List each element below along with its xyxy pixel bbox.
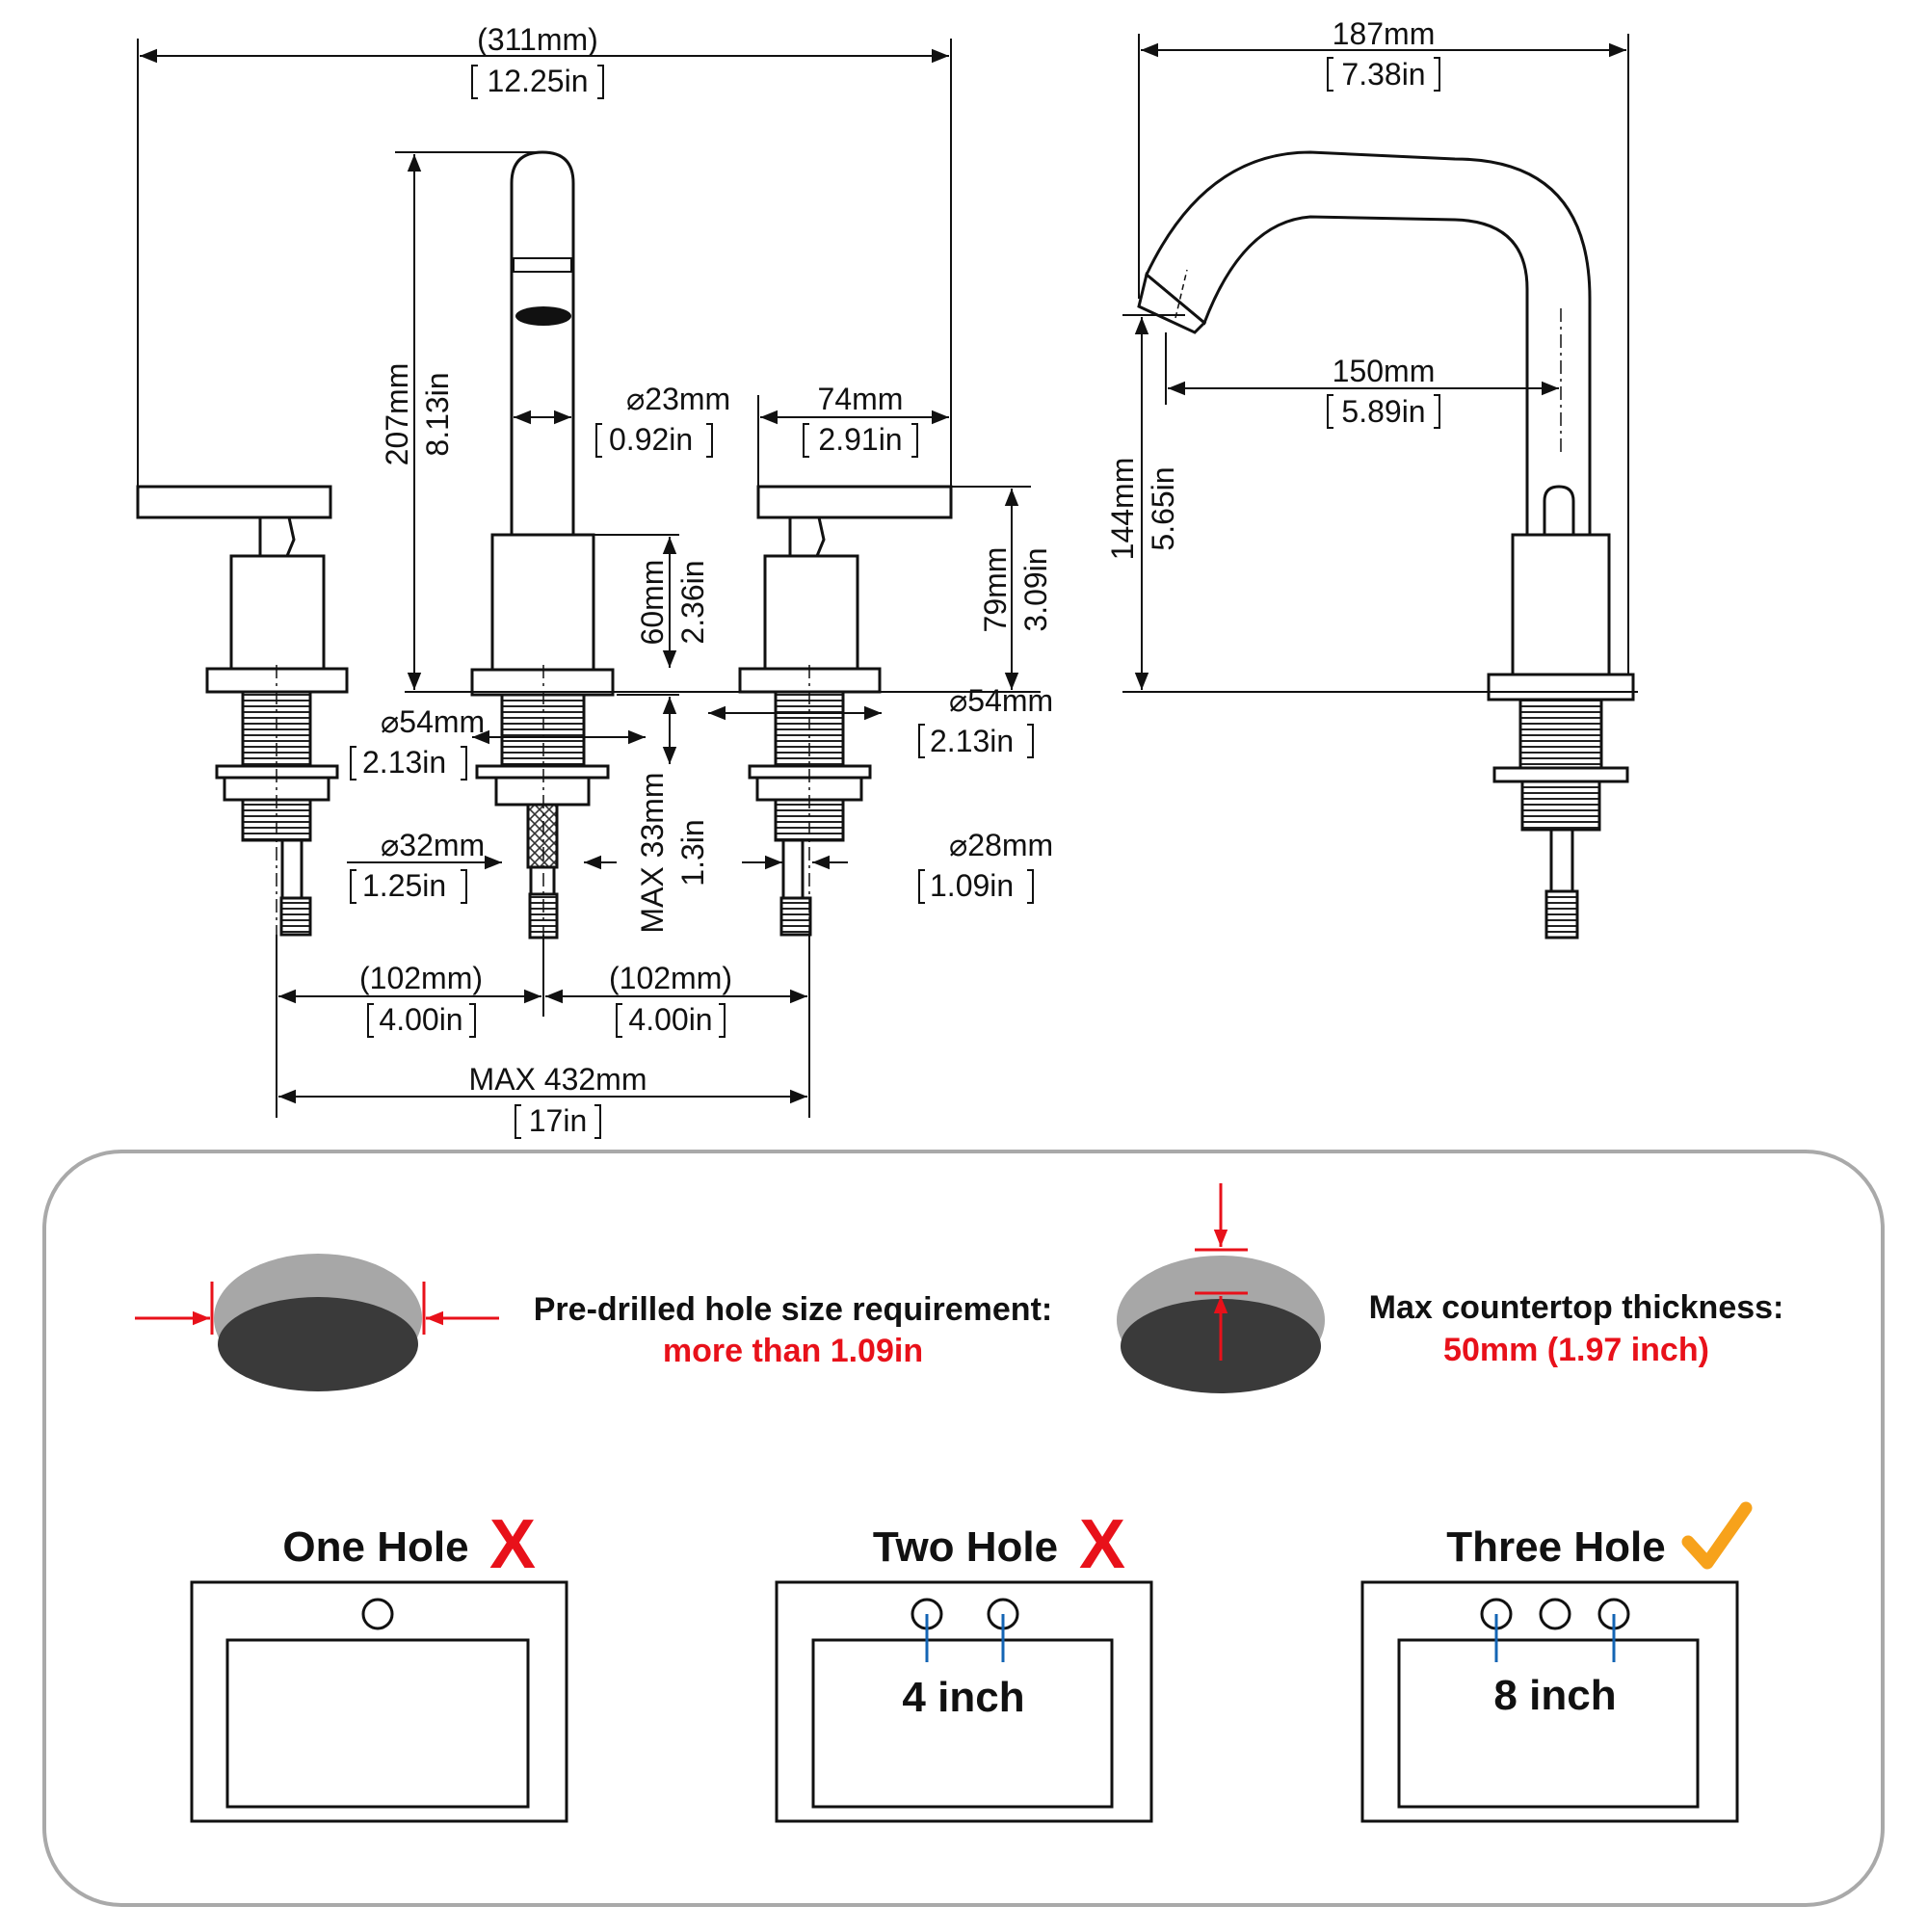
sink-label: Three Hole: [1446, 1523, 1665, 1571]
spacing-right-mm: (102mm): [609, 961, 732, 995]
overall-width-mm: (311mm): [477, 22, 598, 57]
check-mark-icon: [1681, 1501, 1753, 1570]
shank-28-in: 1.09in: [930, 868, 1014, 903]
max-thread-mm: MAX 33mm: [635, 772, 670, 933]
body-height-mm: 60mm: [635, 560, 670, 646]
front-view: [136, 150, 953, 940]
spacing-left-mm: (102mm): [359, 961, 483, 995]
overall-width-in: 12.25in: [488, 64, 589, 98]
shank-28-mm: ⌀28mm: [949, 828, 1053, 862]
side-inch-brackets: [1327, 57, 1440, 429]
flange-right-mm: ⌀54mm: [949, 683, 1053, 718]
sink-two-hole: Two Hole X 4 inch: [775, 1506, 1153, 1823]
max-span-mm: MAX 432mm: [469, 1062, 647, 1097]
flange-left-mm: ⌀54mm: [381, 704, 485, 739]
hole-spacing-label: 4 inch: [902, 1674, 1024, 1721]
shank-32-in: 1.25in: [362, 868, 446, 903]
flange-right-in: 2.13in: [930, 724, 1014, 758]
spacing-right-in: 4.00in: [628, 1002, 712, 1037]
thickness-title: Max countertop thickness:: [1369, 1289, 1784, 1326]
hole-size-illustration: [135, 1254, 499, 1391]
max-thread-in: 1.3in: [675, 819, 710, 886]
height-in: 8.13in: [420, 372, 455, 456]
spout-height-mm: 144mm: [1105, 458, 1140, 561]
side-view: [1137, 150, 1635, 940]
hole-spacing-label: 8 inch: [1493, 1672, 1616, 1719]
handle-len-mm: 74mm: [818, 382, 904, 416]
reach-in: 5.89in: [1341, 394, 1425, 429]
inch-brackets: [350, 65, 1034, 1139]
sink-label: Two Hole: [873, 1523, 1058, 1571]
spout-dia-mm: ⌀23mm: [626, 382, 730, 416]
body-height-in: 2.36in: [675, 560, 710, 644]
x-mark-icon: X: [1079, 1506, 1125, 1583]
height-mm: 207mm: [380, 363, 414, 466]
x-mark-icon: X: [489, 1506, 536, 1583]
center-spout: [470, 150, 615, 940]
thickness-value: 50mm (1.97 inch): [1443, 1332, 1709, 1368]
shank-32-mm: ⌀32mm: [381, 828, 485, 862]
side-dimension-lines: [1122, 34, 1638, 693]
right-handle: [738, 485, 953, 940]
front-dimension-labels: (311mm) 12.25in 207mm 8.13in ⌀23mm 0.92i…: [359, 22, 1053, 1138]
front-dimension-lines: [137, 39, 1041, 1118]
spout-dia-in: 0.92in: [609, 422, 693, 457]
side-dimension-labels: 187mm 7.38in 150mm 5.89in 144mm 5.65in: [1105, 16, 1435, 560]
spout-height-in: 5.65in: [1146, 466, 1180, 550]
spacing-left-in: 4.00in: [379, 1002, 462, 1037]
depth-in: 7.38in: [1341, 57, 1425, 92]
handle-len-in: 2.91in: [818, 422, 902, 457]
handle-height-mm: 79mm: [978, 547, 1013, 633]
depth-mm: 187mm: [1333, 16, 1436, 51]
sink-label: One Hole: [282, 1523, 468, 1571]
hole-size-value: more than 1.09in: [663, 1333, 923, 1369]
countertop-thickness-illustration: [1117, 1183, 1325, 1393]
left-handle: [136, 485, 349, 940]
flange-left-in: 2.13in: [362, 745, 446, 780]
sink-one-hole: One Hole X: [190, 1506, 568, 1823]
max-span-in: 17in: [529, 1103, 588, 1138]
sink-three-hole: Three Hole 8 inch: [1360, 1501, 1753, 1823]
reach-mm: 150mm: [1333, 354, 1436, 388]
handle-height-in: 3.09in: [1018, 547, 1053, 631]
hole-size-title: Pre-drilled hole size requirement:: [534, 1291, 1052, 1328]
